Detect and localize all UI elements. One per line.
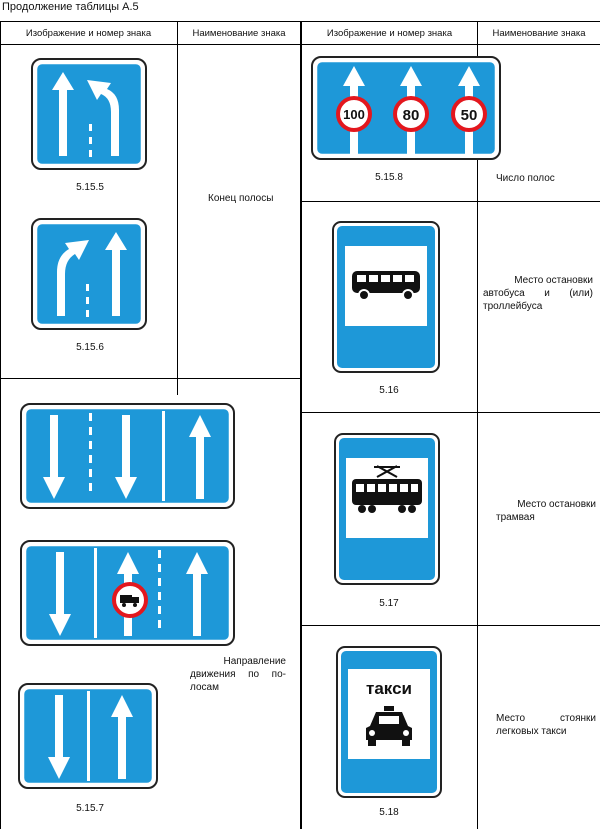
- name-lane-direction-line-3: лосам: [190, 682, 219, 693]
- table-left-border: [0, 21, 1, 829]
- taxi-sign-text: такси: [366, 679, 412, 698]
- name-number-of-lanes: Число полос: [496, 173, 555, 184]
- name-taxi-stand: Место стоянки легковых такси: [496, 712, 596, 738]
- sign-5-16-bus-stop: [332, 221, 440, 373]
- name-tram-stop: Место остановки трамвая: [496, 498, 596, 524]
- table-caption: Продолжение таблицы А.5: [2, 1, 139, 13]
- name-bus-stop-line-1: Место остановки: [514, 275, 593, 286]
- row-divider-right-3: [302, 625, 600, 626]
- sign-5-15-7-two-lanes: [18, 683, 158, 789]
- name-lane-direction-line-1: Направление: [223, 656, 286, 667]
- header-image-number-left: Изображение и номер знака: [25, 28, 152, 39]
- name-tram-stop-line-1: Место остановки: [517, 499, 596, 510]
- speed-limit-80: 80: [403, 107, 420, 124]
- sign-code-5-15-6: 5.15.6: [76, 342, 104, 353]
- header-name-left: Наименование знака: [192, 28, 286, 39]
- sign-code-5-15-8: 5.15.8: [375, 172, 403, 183]
- header-name-right: Наименование знака: [492, 28, 586, 39]
- name-bus-stop-line-3: троллейбуса: [483, 301, 543, 312]
- sign-code-5-15-7: 5.15.7: [76, 803, 104, 814]
- sign-code-5-15-5: 5.15.5: [76, 182, 104, 193]
- table-center-divider: [300, 21, 302, 829]
- name-lane-direction-line-2: движения по по-: [190, 669, 286, 680]
- name-end-of-lane: Конец полосы: [208, 193, 274, 204]
- row-divider-right-2: [302, 412, 600, 413]
- name-tram-stop-line-2: трамвая: [496, 512, 535, 523]
- name-taxi-stand-line-1: Место стоянки: [496, 713, 596, 724]
- sign-5-15-5: [31, 58, 147, 170]
- col-divider-left: [177, 21, 178, 395]
- sign-code-5-18: 5.18: [379, 807, 399, 818]
- sign-5-18-taxi-stand: такси: [336, 646, 442, 798]
- sign-5-15-6: [31, 218, 147, 330]
- name-taxi-stand-line-2: легковых такси: [496, 726, 567, 737]
- name-bus-stop-line-2: автобуса и (или): [483, 288, 593, 299]
- sign-code-5-16: 5.16: [379, 385, 399, 396]
- name-bus-stop: Место остановки автобуса и (или) троллей…: [483, 274, 593, 313]
- taxi-car-icon: [366, 712, 412, 740]
- name-lane-direction: Направление движения по по- лосам: [190, 655, 286, 694]
- header-image-number-right: Изображение и номер знака: [326, 28, 453, 39]
- sign-5-15-7-with-truck-restriction: [20, 540, 235, 646]
- sign-5-15-7-three-lanes: [20, 403, 235, 509]
- sign-5-15-8: 100 80 50: [311, 56, 501, 160]
- speed-limit-100: 100: [343, 107, 365, 122]
- speed-limit-50: 50: [461, 107, 478, 124]
- sign-5-17-tram-stop: [334, 433, 440, 585]
- row-divider-right-1: [302, 201, 600, 202]
- row-divider-left: [0, 378, 300, 379]
- col-divider-right: [477, 21, 478, 829]
- sign-code-5-17: 5.17: [379, 598, 399, 609]
